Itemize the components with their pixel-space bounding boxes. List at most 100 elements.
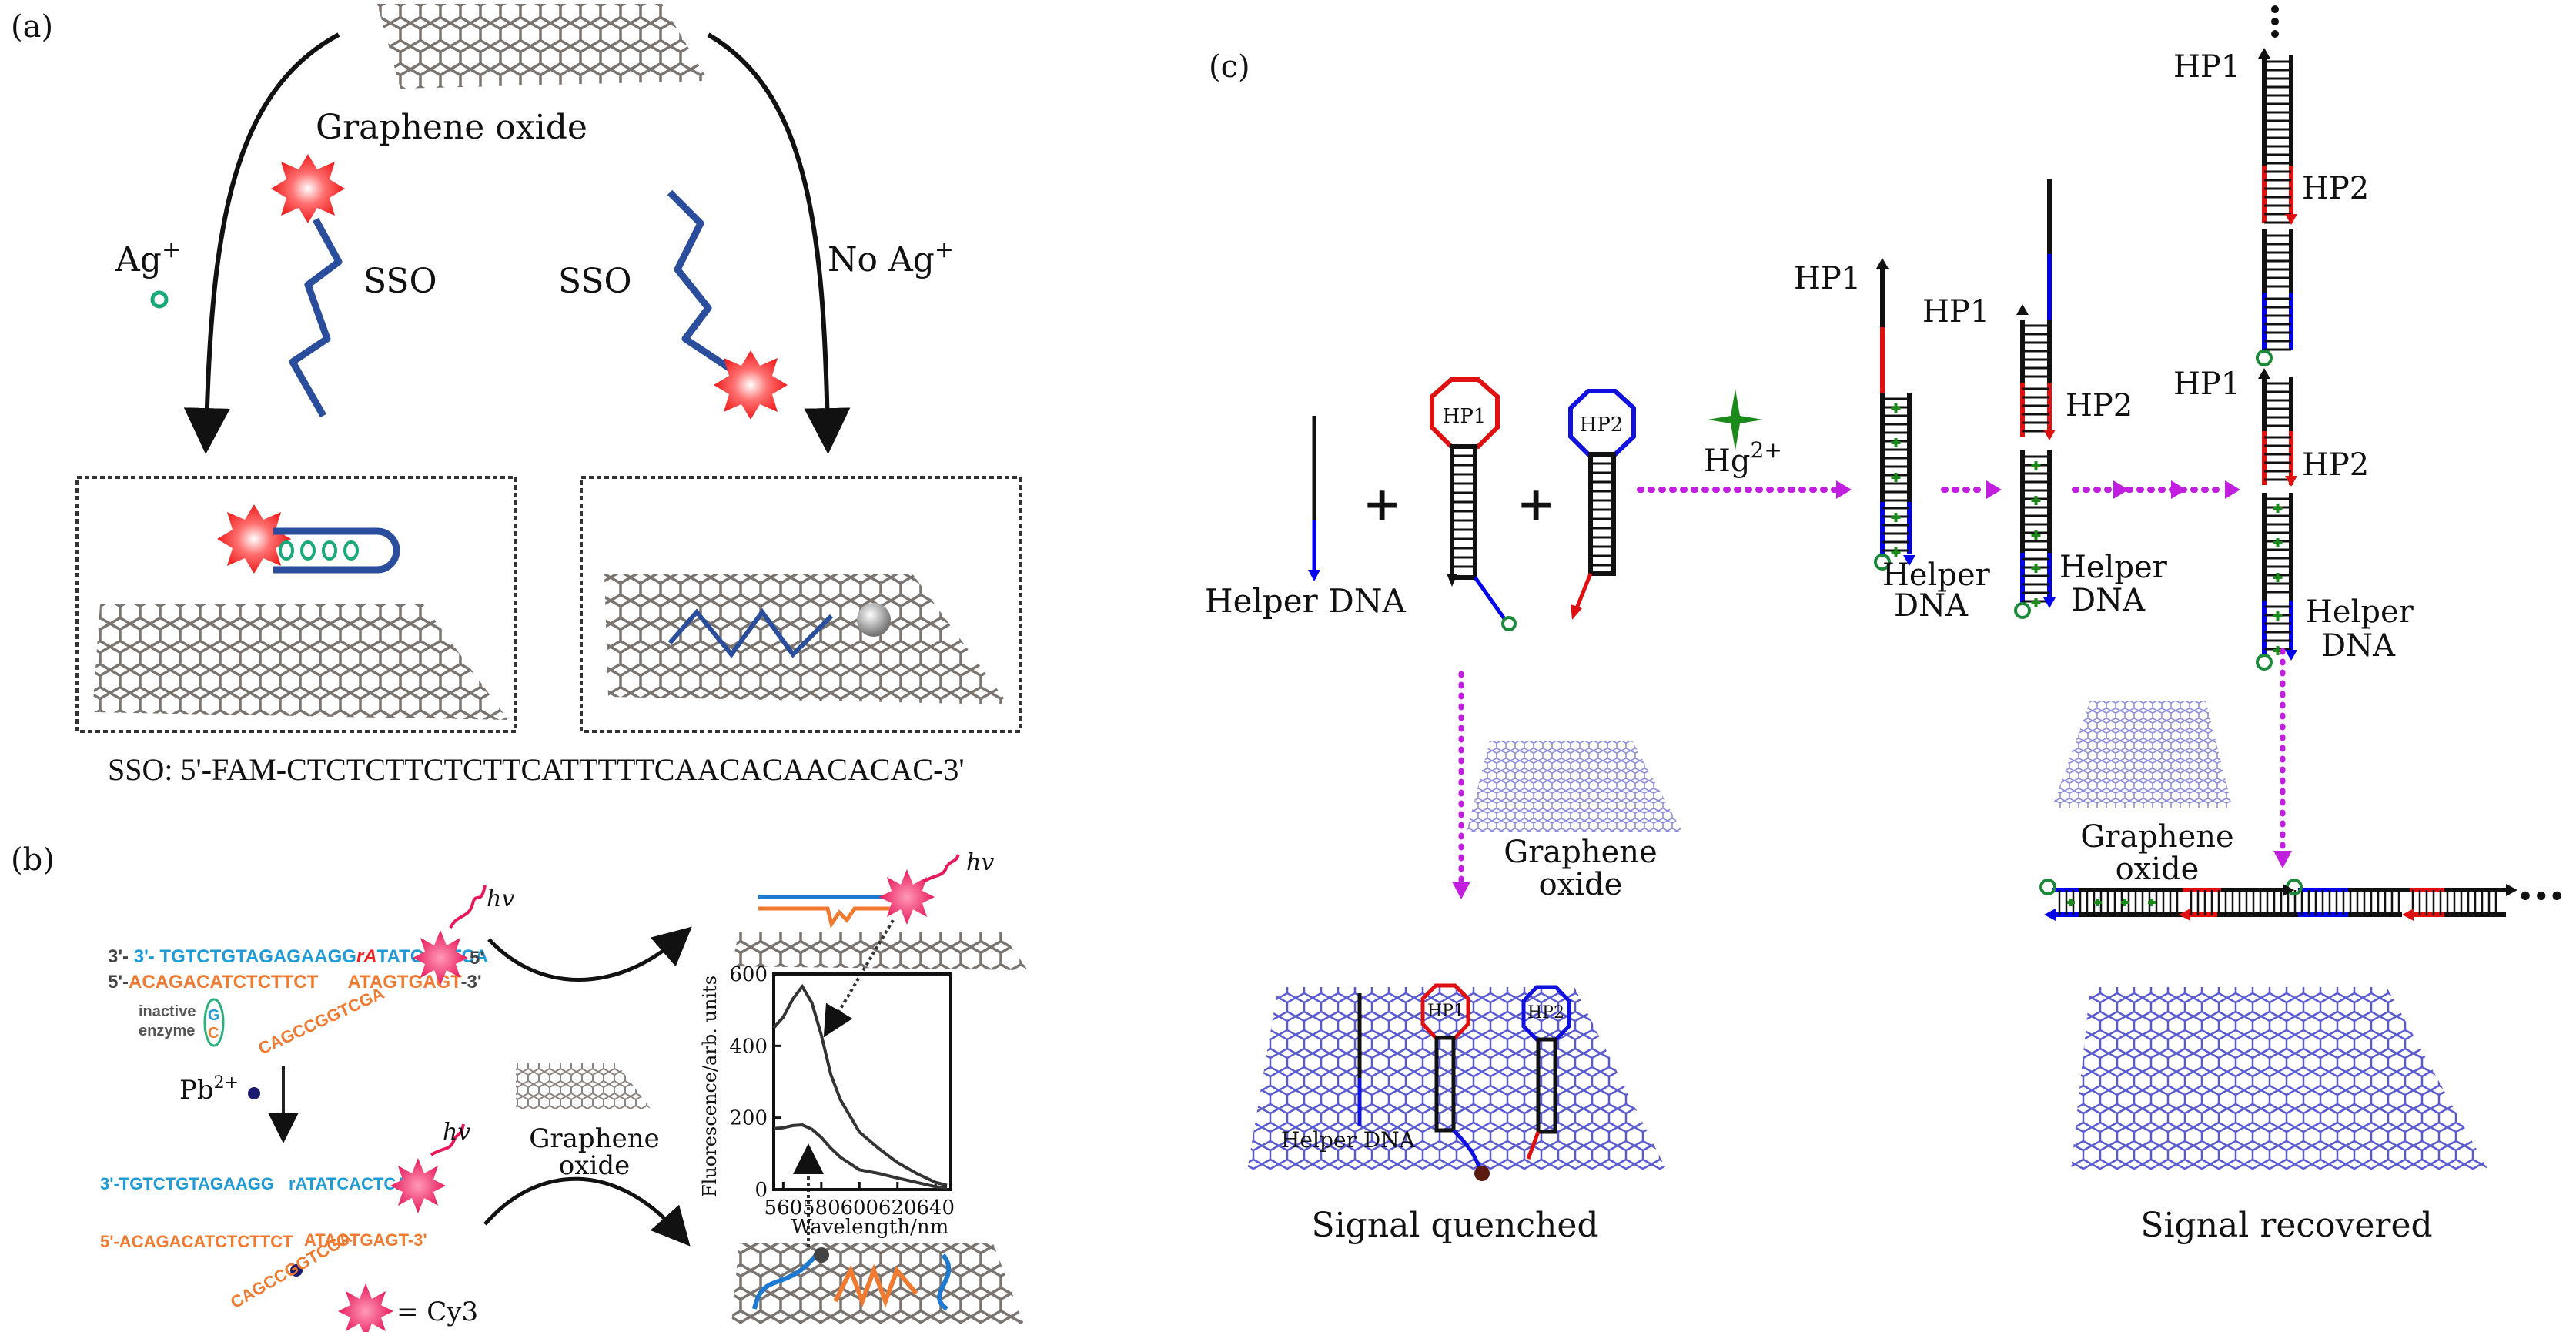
plus-sign: + xyxy=(1517,477,1555,531)
fam-fluorophore-icon xyxy=(2039,879,2056,895)
sso-strand-right xyxy=(667,189,734,373)
chart-series-line-1 xyxy=(772,983,948,1187)
graphene-label-left-line1: Graphene xyxy=(1504,835,1657,870)
complex2-helper-line2: DNA xyxy=(2071,583,2146,618)
graphene-sheet-recovered xyxy=(2071,987,2488,1170)
plus-sign: + xyxy=(1363,477,1401,531)
sso-label-left: SSO xyxy=(363,262,437,301)
panel-b: (b) 3'- 3'- TGTCTGTAGAGAAGGrATATCACTCA 5… xyxy=(11,842,1028,1332)
chart-x-tick-label: 560 xyxy=(764,1196,803,1220)
ag-ion-icon xyxy=(150,290,169,309)
graphene-label-left-line2: oxide xyxy=(1539,867,1623,902)
c-base: C xyxy=(208,1025,219,1042)
graphene-label-right-line1: Graphene xyxy=(2080,819,2233,855)
no-ag-label: No Ag+ xyxy=(828,236,954,279)
quenched-cy3 xyxy=(814,1247,829,1263)
fam-fluorophore-icon xyxy=(2256,350,2273,366)
complex1-hp1-label: HP1 xyxy=(1794,261,1861,296)
arrowhead xyxy=(2283,884,2294,896)
hp1-loop xyxy=(1430,377,1500,449)
panel-c: (c) Helper DNA + HP1 + HP2 Hg2+ HP1 Help… xyxy=(1205,5,2564,1245)
graphene-label-line2: oxide xyxy=(559,1150,630,1181)
arrowhead xyxy=(2044,909,2056,921)
chart-frame xyxy=(772,972,952,1191)
adsorbed-hp2-stem xyxy=(1536,1037,1557,1134)
sso-strand-left xyxy=(289,217,343,418)
adsorbed-hp2-toehold xyxy=(1526,1131,1541,1160)
recovery-path-arrowhead xyxy=(2273,851,2292,868)
hv-label: hv xyxy=(966,849,994,876)
hp2-stem xyxy=(1588,452,1616,576)
complex-1 xyxy=(1874,258,1915,571)
cy3-legend-label: = Cy3 xyxy=(396,1297,478,1327)
graphene-sheet-top xyxy=(377,4,708,89)
hp2-toehold xyxy=(1574,573,1593,609)
duplex-orange-strand xyxy=(758,906,897,929)
hp2-stem-rungs xyxy=(1591,462,1614,567)
graphene-oxide-label: Graphene oxide xyxy=(316,108,587,147)
adsorbed-sso xyxy=(667,607,834,658)
arrowhead xyxy=(2043,597,2056,608)
graphene-sheet-ag xyxy=(92,604,508,720)
adsorbed-orange-strand xyxy=(833,1263,918,1308)
graphene-label-line1: Graphene xyxy=(529,1123,660,1154)
polymer-ellipsis: ••• xyxy=(2517,882,2564,911)
pb-ion-icon xyxy=(248,1087,260,1099)
hp1-loop-label: HP1 xyxy=(1443,405,1487,428)
helper-dna-label: Helper DNA xyxy=(1205,582,1407,620)
complex3-helper-line2: DNA xyxy=(2321,628,2396,664)
chart-y-tick-label: 200 xyxy=(729,1107,768,1130)
adsorbed-hp1-label: HP1 xyxy=(1427,1002,1464,1021)
fam-fluorophore-icon xyxy=(2256,654,2273,671)
pb-bound-icon xyxy=(290,1264,303,1277)
hp2-loop-label: HP2 xyxy=(1580,413,1624,437)
complex3-hp1-label-top: HP1 xyxy=(2173,49,2240,85)
arrowhead xyxy=(2402,909,2414,921)
arrowhead xyxy=(2285,650,2297,661)
arrowhead xyxy=(2285,476,2297,487)
result-box-no-ag xyxy=(580,476,1022,733)
quenched-fam xyxy=(1474,1166,1490,1181)
hp1-fluorophore-icon xyxy=(1501,616,1517,631)
arrowhead xyxy=(2285,214,2297,225)
complex2-hp2-label: HP2 xyxy=(2066,388,2133,423)
signal-quenched-label: Signal quenched xyxy=(1311,1206,1598,1245)
arrow-to-top-state xyxy=(487,926,692,982)
quenched-fluorophore xyxy=(857,603,891,637)
cy3-legend-icon xyxy=(338,1283,393,1332)
adsorbed-hp1-stem xyxy=(1434,1036,1456,1133)
pb-label: Pb2+ xyxy=(179,1073,239,1106)
chart-series-line-2 xyxy=(773,1123,948,1190)
arrowhead xyxy=(2258,368,2270,379)
ag-label: Ag+ xyxy=(115,236,181,279)
enzyme-label: enzyme xyxy=(139,1022,195,1039)
complex-2 xyxy=(2014,179,2056,619)
chart-y-tick-label: 0 xyxy=(754,1179,768,1202)
continuation-dot xyxy=(2271,18,2279,25)
arrowhead xyxy=(2016,304,2029,315)
complex-3 xyxy=(2256,48,2297,671)
arrowhead xyxy=(2258,48,2270,59)
arrowhead xyxy=(1876,258,1889,269)
complex2-helper-line1: Helper xyxy=(2059,550,2168,585)
graphene-sheet-small-left xyxy=(1467,741,1682,832)
graphene-sheet-top-right xyxy=(731,932,1028,970)
inactive-pair-highlight xyxy=(203,998,225,1047)
chart-y-axis-label: Fluorescence/arb. units xyxy=(699,976,721,1197)
cy3-icon xyxy=(879,869,935,925)
fluorophore-icon xyxy=(714,350,788,420)
panel-a-label: (a) xyxy=(11,9,53,45)
hcr-polymer xyxy=(2039,879,2517,921)
adsorbed-helper-label: Helper DNA xyxy=(1281,1127,1416,1153)
hp1-toehold xyxy=(1473,576,1507,621)
arrowhead xyxy=(1903,555,1915,566)
hv-emission xyxy=(922,854,960,883)
sso-sequence: SSO: 5'-FAM-CTCTCTTCTCTTCATTTTTCAACACAAC… xyxy=(108,752,965,787)
hg-ion-icon xyxy=(1708,389,1763,450)
adsorbed-blue-strand xyxy=(752,1253,818,1310)
step-arrowhead xyxy=(2225,480,2240,499)
adsorbed-hp1-toehold xyxy=(1452,1129,1482,1171)
panel-c-label: (c) xyxy=(1209,49,1250,85)
cleaved-enzyme-left: 5'-ACAGACATCTCTTCT xyxy=(100,1232,293,1251)
